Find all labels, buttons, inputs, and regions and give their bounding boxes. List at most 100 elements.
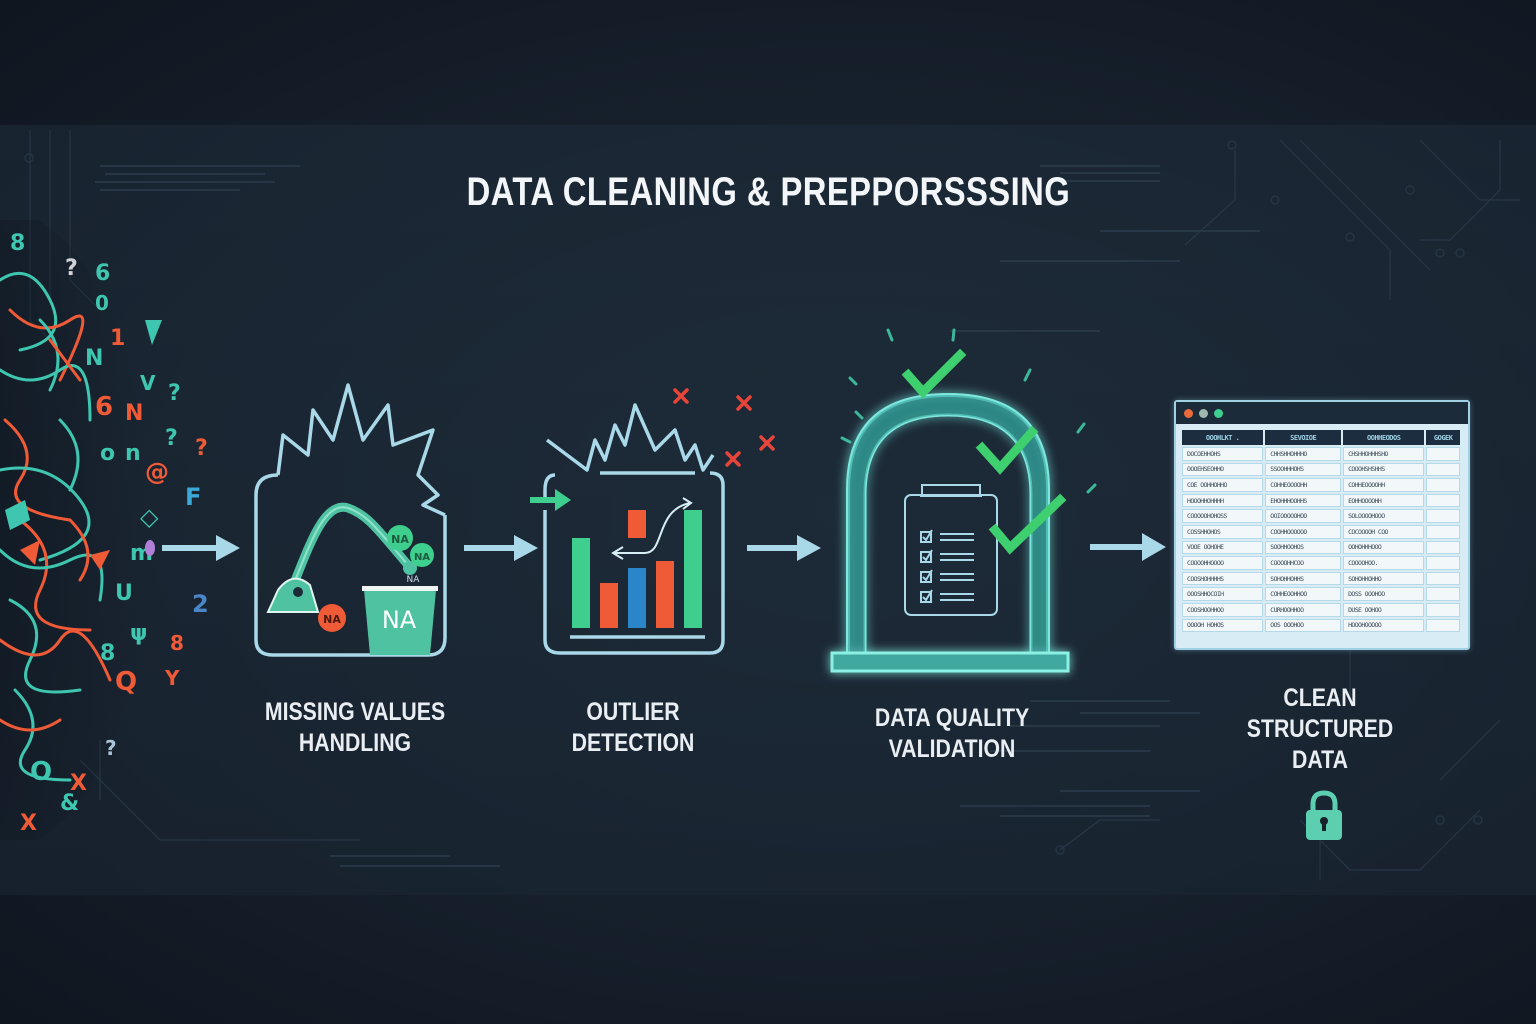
table-cell: DOCOEHHOHS (1182, 447, 1264, 461)
outlier-detection-icon (530, 388, 775, 655)
table-cell: OOIOOOOOHOO (1265, 509, 1342, 523)
svg-text:F: F (185, 483, 201, 511)
column-header: SEVOIOE (1265, 430, 1342, 445)
table-cell: COOHHOOOOOO (1265, 524, 1342, 539)
table-cell: COOOOOHOHOSS (1182, 509, 1264, 523)
table-cell: COHHEOOOOHH (1343, 478, 1425, 492)
arrow-right-icon (1090, 533, 1166, 561)
svg-text:o: o (100, 441, 115, 466)
table-cell (1426, 462, 1460, 477)
table-cell (1426, 618, 1460, 633)
svg-text:Y: Y (164, 666, 180, 690)
table-cell: SOLOOOOHOOO (1343, 509, 1425, 523)
svg-text:NA: NA (407, 575, 421, 585)
svg-text:NA: NA (323, 613, 341, 626)
table-cell: OOOSHHOCOIH (1182, 587, 1264, 601)
svg-text:U: U (115, 581, 133, 606)
table-cell (1426, 587, 1460, 601)
table-cell (1426, 602, 1460, 617)
table-cell: SOOHHOOHOS (1265, 540, 1342, 555)
window-titlebar (1176, 402, 1468, 424)
table-cell: VOOE OOHOHE (1182, 540, 1264, 555)
close-dot-icon (1184, 408, 1193, 418)
svg-text:0: 0 (95, 291, 109, 315)
table-cell: SOHOHHOHHS (1265, 571, 1342, 586)
svg-text:V: V (140, 371, 156, 395)
table-cell (1426, 509, 1460, 523)
table-cell: CURHOOHHOO (1265, 602, 1342, 617)
outlier-bar-chart (572, 510, 702, 628)
svg-text:@: @ (145, 458, 169, 486)
column-header: GOGEK (1426, 430, 1460, 445)
svg-text:8: 8 (170, 631, 184, 655)
svg-text:N: N (125, 401, 143, 426)
table-cell: COCOOOOH COO (1343, 524, 1425, 539)
svg-text:6: 6 (95, 261, 110, 286)
table-cell: OOHOHHHOOO (1343, 540, 1425, 555)
table-cell (1426, 478, 1460, 492)
checkmark-icons (901, 348, 1067, 555)
table-cell: EOHHOOOOHH (1343, 493, 1425, 508)
table-cell: DUSE OOHOO (1343, 602, 1425, 617)
table-cell (1426, 571, 1460, 586)
table-cell (1426, 556, 1460, 570)
table-cell (1426, 524, 1460, 539)
table-cell: COOSHOOHHOO (1182, 602, 1264, 617)
outlier-x-marks (673, 388, 775, 467)
svg-text:ψ: ψ (130, 621, 147, 646)
data-table: OOOHLKT . SEVOIOE OOHHEODOS GOGEK DOCOEH… (1180, 428, 1462, 634)
maximize-dot-icon (1214, 408, 1223, 418)
table-cell: OOS OOOHOO (1265, 618, 1342, 633)
svg-text:NA: NA (414, 552, 430, 563)
data-quality-gate-icon (830, 328, 1097, 673)
table-cell: EHOHHHOOHHS (1265, 493, 1342, 508)
table-cell: COOOOHHCOO (1265, 556, 1342, 570)
svg-text:Q: Q (115, 667, 137, 697)
na-badge: NA (391, 533, 409, 546)
na-bin-label: NA (382, 606, 417, 634)
table-cell: COHHEOOHHOO (1265, 587, 1342, 601)
svg-text:&: & (60, 791, 79, 816)
svg-text:8: 8 (100, 641, 115, 666)
table-cell: SSOOHHHOHS (1265, 462, 1342, 477)
raw-data-chaos-icon: 8 ? 6 0 1 N V ? 6 N ? ? o n @ F ◇ 2 8 Y … (0, 220, 209, 840)
arrow-right-icon (464, 535, 538, 561)
table-cell: COHHEOOOOHH (1265, 478, 1342, 492)
missing-values-icon: NA NA NA NA NA (254, 383, 447, 657)
svg-text:n: n (125, 441, 141, 466)
table-cell: SOHOHHOHHO (1343, 571, 1425, 586)
table-cell (1426, 493, 1460, 508)
table-cell: HOOOHHOHHHH (1182, 493, 1264, 508)
svg-text:X: X (20, 811, 37, 836)
svg-text:?: ? (195, 436, 208, 461)
table-cell: COOOHSHSHHS (1343, 462, 1425, 477)
table-cell: COSSHHOHOS (1182, 524, 1264, 539)
svg-text:1: 1 (110, 326, 125, 351)
svg-text:?: ? (65, 256, 78, 281)
svg-text:8: 8 (10, 231, 25, 256)
svg-text:◇: ◇ (140, 503, 159, 531)
table-cell: HOOOHOOOOO (1343, 618, 1425, 633)
minimize-dot-icon (1199, 408, 1208, 418)
svg-text:2: 2 (192, 590, 209, 618)
table-cell: DOSS OOOHOO (1343, 587, 1425, 601)
table-cell: OOOEHSEOHHO (1182, 462, 1264, 477)
clean-data-spreadsheet: OOOHLKT . SEVOIOE OOHHEODOS GOGEK DOCOEH… (1174, 400, 1470, 650)
column-header: OOHHEODOS (1343, 430, 1425, 445)
table-cell (1426, 447, 1460, 461)
page-title: DATA CLEANING & PREPPORSSSING (466, 170, 1071, 214)
svg-text:X: X (70, 771, 87, 796)
step-label-missing-values: MISSING VALUES HANDLING (264, 698, 446, 757)
table-cell: COOOOHHOOOO (1182, 556, 1264, 570)
